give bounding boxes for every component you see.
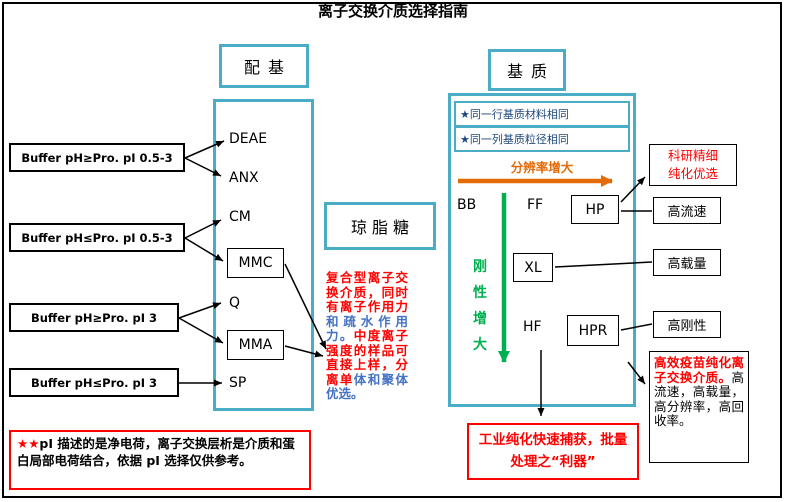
- matrix-xl: XL: [524, 259, 542, 276]
- resolution-label: 分辨率增大: [510, 160, 574, 175]
- matrix-hp: HP: [585, 201, 605, 218]
- ligand-sp: SP: [229, 375, 247, 391]
- research-note: 科研精细纯化优选: [667, 147, 718, 181]
- ligand-mma-box: MMA: [227, 330, 284, 360]
- rigidity-label: 刚性增大: [473, 259, 487, 353]
- matrix-hp-box: HP: [571, 195, 619, 224]
- matrix-hf: HF: [523, 319, 542, 335]
- matrix-header: 基质: [488, 49, 566, 91]
- agarose-label-box: 琼脂糖: [324, 202, 436, 250]
- buffer-rule-1: Buffer pH≥Pro. pI 0.5-3: [9, 143, 185, 172]
- matrix-bb: BB: [457, 197, 477, 213]
- matrix-note-row: ★同一行基质材料相同: [454, 101, 630, 127]
- buffer-rule-4: Buffer pH≤Pro. pI 3: [9, 368, 179, 397]
- high-rigidity-box: 高刚性: [653, 311, 721, 338]
- ligand-q: Q: [229, 295, 241, 311]
- ligand-mma: MMA: [238, 337, 273, 353]
- page-title: 离子交换介质选择指南: [317, 2, 468, 20]
- industrial-note-box: 工业纯化快速捕获，批量处理之“利器”: [467, 423, 639, 480]
- matrix-xl-box: XL: [513, 253, 553, 282]
- vaccine-note-title: 高效疫苗纯化离子交换介质。: [654, 355, 744, 385]
- matrix-hpr: HPR: [578, 322, 608, 339]
- vaccine-note-detail: 高流速，高载量，高分辨率，高回收率。: [654, 369, 744, 428]
- ligand-mmc-box: MMC: [227, 248, 284, 278]
- high-flow-box: 高流速: [653, 197, 721, 224]
- pi-note-stars: ★★: [17, 436, 40, 451]
- research-note-box: 科研精细纯化优选: [649, 144, 737, 186]
- ligand-deae: DEAE: [229, 131, 268, 147]
- high-capacity-box: 高载量: [653, 249, 721, 276]
- ligand-mmc: MMC: [238, 255, 273, 271]
- pi-note-text: pI 描述的是净电荷，离子交换层析是介质和蛋白局部电荷结合，依据 pI 选择仅供…: [17, 436, 295, 468]
- agarose-note-blue1: 和疏水作用力。: [326, 313, 408, 343]
- matrix-hpr-box: HPR: [567, 315, 619, 346]
- agarose-note-blue2: 体和聚体优选。: [326, 371, 408, 401]
- matrix-note-col: ★同一列基质粒径相同: [454, 126, 630, 152]
- vaccine-note-box: 高效疫苗纯化离子交换介质。高流速，高载量，高分辨率，高回收率。: [649, 351, 749, 463]
- ligand-header: 配基: [219, 44, 309, 88]
- agarose-note: 复合型离子交换介质，同时有离子作用力和疏水作用力。中度离子强度的样品可直接上样，…: [326, 270, 408, 402]
- matrix-container: [448, 93, 636, 407]
- industrial-note: 工业纯化快速捕获，批量处理之“利器”: [478, 431, 628, 470]
- ligand-cm: CM: [229, 209, 251, 225]
- matrix-ff: FF: [527, 197, 544, 213]
- agarose-note-red2: 中度离子强度的样品可直接上样，分离单: [326, 328, 408, 387]
- buffer-rule-2: Buffer pH≤Pro. pI 0.5-3: [9, 223, 185, 252]
- agarose-note-red1: 复合型离子交换介质，同时有离子作用力: [326, 270, 408, 314]
- pi-note-box: ★★pI 描述的是净电荷，离子交换层析是介质和蛋白局部电荷结合，依据 pI 选择…: [9, 430, 311, 490]
- ligand-anx: ANX: [229, 170, 259, 186]
- buffer-rule-3: Buffer pH≥Pro. pI 3: [9, 303, 179, 332]
